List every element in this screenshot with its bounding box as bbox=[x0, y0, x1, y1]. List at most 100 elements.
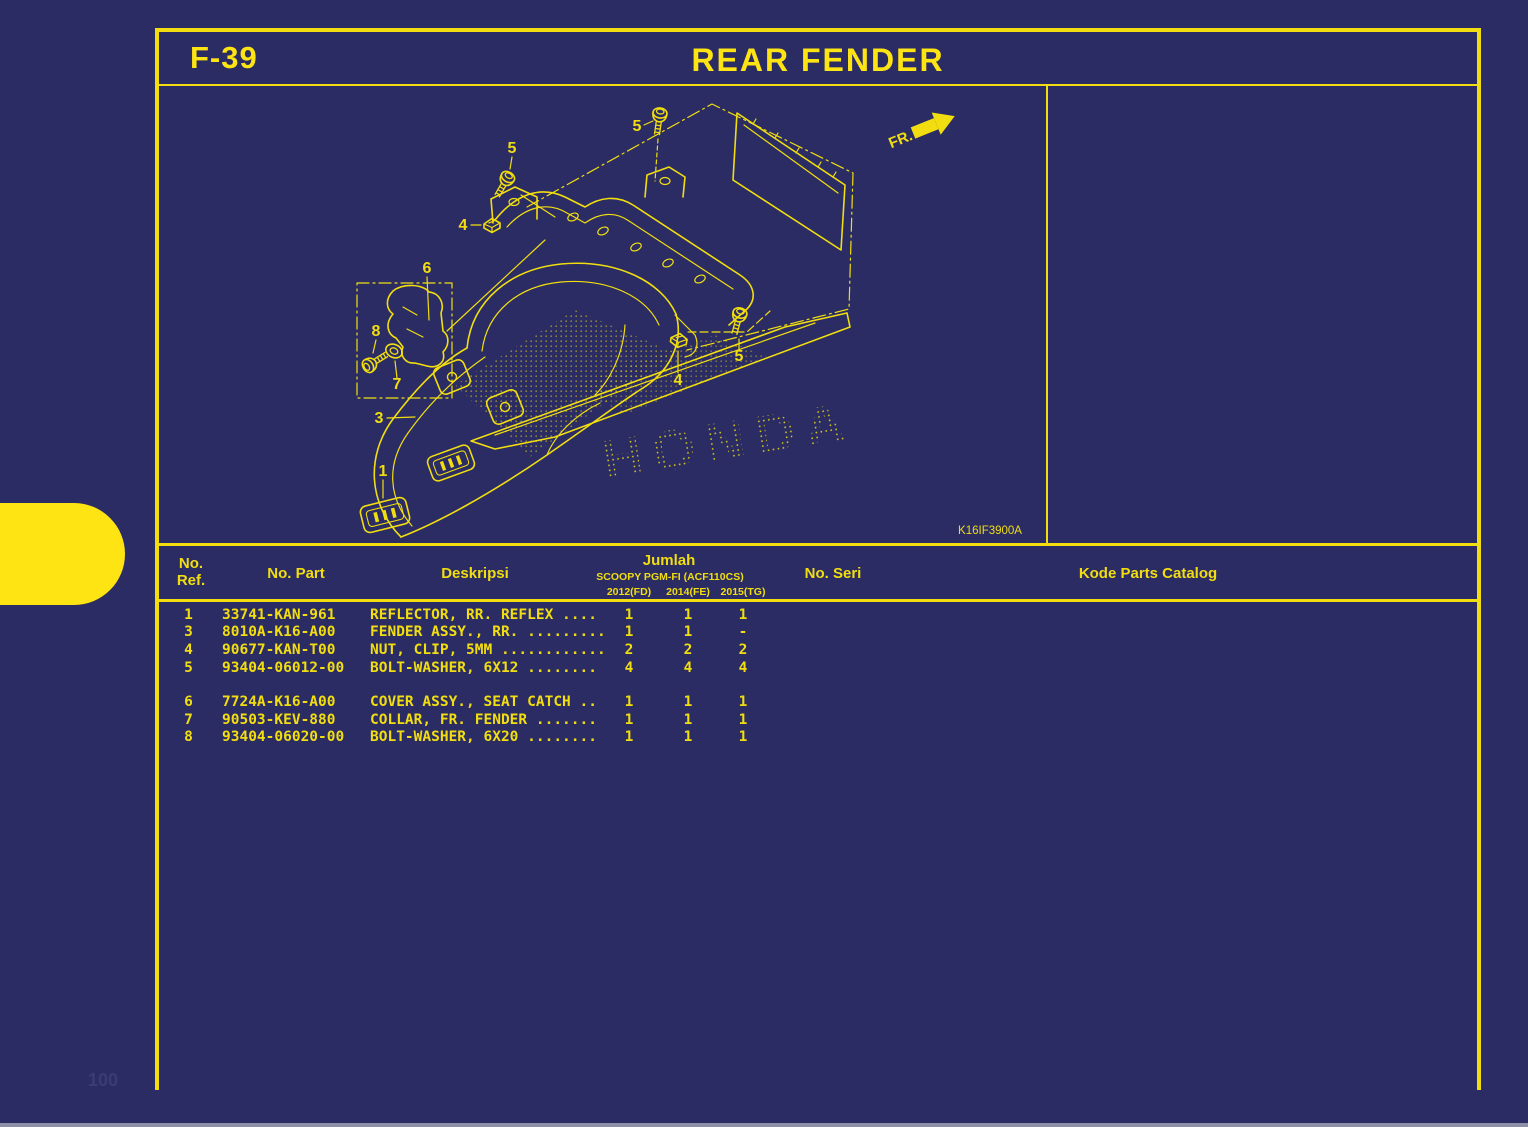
cell-part-number: 33741-KAN-961 bbox=[222, 606, 336, 623]
rear-inner-panel bbox=[732, 112, 846, 251]
callout-1: 1 bbox=[358, 463, 412, 535]
col-header-desc: Deskripsi bbox=[441, 565, 509, 582]
cell-part-number: 8010A-K16-A00 bbox=[222, 624, 336, 641]
header-divider bbox=[155, 84, 1481, 86]
table-row: 3 8010A-K16-A00 FENDER ASSY., RR. ......… bbox=[155, 624, 1481, 642]
cell-qty-2014: 2 bbox=[683, 641, 693, 658]
section-bookmark-tab[interactable] bbox=[0, 503, 125, 605]
cell-part-number: 93404-06020-00 bbox=[222, 729, 345, 746]
cell-qty-2015: 2 bbox=[738, 641, 748, 658]
cell-qty-2015: 4 bbox=[738, 659, 748, 676]
cell-part-number: 90503-KEV-880 bbox=[222, 711, 336, 728]
cell-qty-2014: 1 bbox=[683, 606, 693, 623]
col-header-model: SCOOPY PGM-FI (ACF110CS) bbox=[596, 571, 744, 583]
svg-text:5: 5 bbox=[508, 140, 517, 157]
page-number: 100 bbox=[88, 1070, 119, 1090]
year-2012: 2012(FD) bbox=[606, 586, 652, 598]
svg-text:5: 5 bbox=[735, 348, 744, 365]
fr-direction-arrow: FR. bbox=[886, 112, 955, 152]
col-header-catalog: Kode Parts Catalog bbox=[1078, 565, 1218, 582]
cell-qty-2015: 1 bbox=[738, 711, 748, 728]
frame-left-border bbox=[155, 28, 159, 1090]
cell-qty-2014: 1 bbox=[683, 711, 693, 728]
svg-text:6: 6 bbox=[423, 260, 432, 277]
callout-5-top: 5 bbox=[633, 106, 669, 182]
callout-5-left: 5 bbox=[490, 140, 556, 218]
seat-rail bbox=[490, 166, 754, 326]
cell-description: COLLAR, FR. FENDER ....... bbox=[370, 711, 597, 728]
cell-qty-2012: 4 bbox=[624, 659, 634, 676]
callout-4-right: 4 bbox=[668, 310, 771, 389]
callout-5-right: 5 bbox=[726, 305, 749, 365]
svg-text:1: 1 bbox=[379, 463, 388, 480]
cell-qty-2012: 1 bbox=[624, 711, 634, 728]
svg-text:5: 5 bbox=[633, 118, 642, 135]
cell-ref: 1 bbox=[184, 606, 193, 623]
table-header-top-line bbox=[155, 543, 1481, 546]
cell-ref: 7 bbox=[184, 711, 193, 728]
frame-right-border bbox=[1477, 28, 1481, 1090]
table-row: 1 33741-KAN-961 REFLECTOR, RR. REFLEX ..… bbox=[155, 606, 1481, 624]
cell-description: REFLECTOR, RR. REFLEX .... bbox=[370, 606, 597, 623]
cell-part-number: 90677-KAN-T00 bbox=[222, 641, 336, 658]
diagram-right-divider bbox=[1046, 84, 1048, 545]
cell-qty-2015: 1 bbox=[738, 694, 748, 711]
cell-qty-2015: 1 bbox=[738, 729, 748, 746]
cell-description: COVER ASSY., SEAT CATCH .. bbox=[370, 694, 597, 711]
table-row: 8 93404-06020-00 BOLT-WASHER, 6X20 .....… bbox=[155, 729, 1481, 747]
cell-ref: 8 bbox=[184, 729, 193, 746]
cell-description: BOLT-WASHER, 6X20 ........ bbox=[370, 729, 597, 746]
cell-ref: 3 bbox=[184, 624, 193, 641]
callout-7: 7 bbox=[382, 340, 406, 393]
cell-qty-2015: 1 bbox=[738, 606, 748, 623]
table-row: 4 90677-KAN-T00 NUT, CLIP, 5MM .........… bbox=[155, 641, 1481, 659]
callout-8: 8 bbox=[359, 323, 392, 376]
page-code: F-39 bbox=[190, 40, 258, 75]
diagram-code: K16IF3900A bbox=[958, 525, 1022, 537]
table-row: 5 93404-06012-00 BOLT-WASHER, 6X12 .....… bbox=[155, 659, 1481, 677]
seat-catch-group-box bbox=[356, 239, 546, 399]
table-header-bottom-line bbox=[155, 599, 1481, 602]
col-header-part: No. Part bbox=[267, 565, 325, 582]
boundary-dashdot bbox=[526, 103, 854, 351]
cell-qty-2014: 1 bbox=[683, 729, 693, 746]
cell-ref: 6 bbox=[184, 694, 193, 711]
frame-top-border bbox=[155, 28, 1481, 32]
col-header-seri: No. Seri bbox=[804, 565, 862, 582]
svg-text:8: 8 bbox=[372, 323, 381, 340]
page-title: REAR FENDER bbox=[691, 42, 945, 78]
cell-qty-2015: - bbox=[738, 624, 748, 641]
svg-text:4: 4 bbox=[674, 372, 683, 389]
bottom-skirt bbox=[470, 312, 851, 450]
col-header-qty-group: Jumlah bbox=[642, 552, 696, 569]
table-row: 6 7724A-K16-A00 COVER ASSY., SEAT CATCH … bbox=[155, 693, 1481, 711]
svg-text:7: 7 bbox=[393, 376, 402, 393]
cell-part-number: 7724A-K16-A00 bbox=[222, 694, 336, 711]
year-2015: 2015(TG) bbox=[720, 586, 766, 598]
table-row: 7 90503-KEV-880 COLLAR, FR. FENDER .....… bbox=[155, 711, 1481, 729]
svg-text:4: 4 bbox=[459, 217, 468, 234]
cell-description: BOLT-WASHER, 6X12 ........ bbox=[370, 659, 597, 676]
fr-label: FR. bbox=[886, 127, 915, 152]
cell-qty-2014: 1 bbox=[683, 694, 693, 711]
svg-text:3: 3 bbox=[375, 410, 384, 427]
rear-fender-exploded-diagram: FR. K16IF3900A HONDA bbox=[356, 103, 1022, 538]
cell-part-number: 93404-06012-00 bbox=[222, 659, 345, 676]
cell-qty-2014: 4 bbox=[683, 659, 693, 676]
callout-4-left: 4 bbox=[459, 217, 501, 234]
cell-qty-2012: 1 bbox=[624, 729, 634, 746]
window-bottom-edge bbox=[0, 1123, 1528, 1127]
col-header-years: 2012(FD) 2014(FE) 2015(TG) bbox=[600, 586, 768, 598]
cell-description: FENDER ASSY., RR. ......... bbox=[370, 624, 606, 641]
callout-3: 3 bbox=[375, 410, 416, 427]
cell-description: NUT, CLIP, 5MM ............ bbox=[370, 641, 606, 658]
cell-qty-2012: 1 bbox=[624, 606, 634, 623]
cell-qty-2012: 1 bbox=[624, 624, 634, 641]
col-header-ref: No. Ref. bbox=[176, 555, 206, 589]
cell-ref: 5 bbox=[184, 659, 193, 676]
year-2014: 2014(FE) bbox=[666, 586, 710, 598]
fender-body bbox=[373, 262, 698, 538]
cell-qty-2012: 2 bbox=[624, 641, 634, 658]
cell-qty-2014: 1 bbox=[683, 624, 693, 641]
